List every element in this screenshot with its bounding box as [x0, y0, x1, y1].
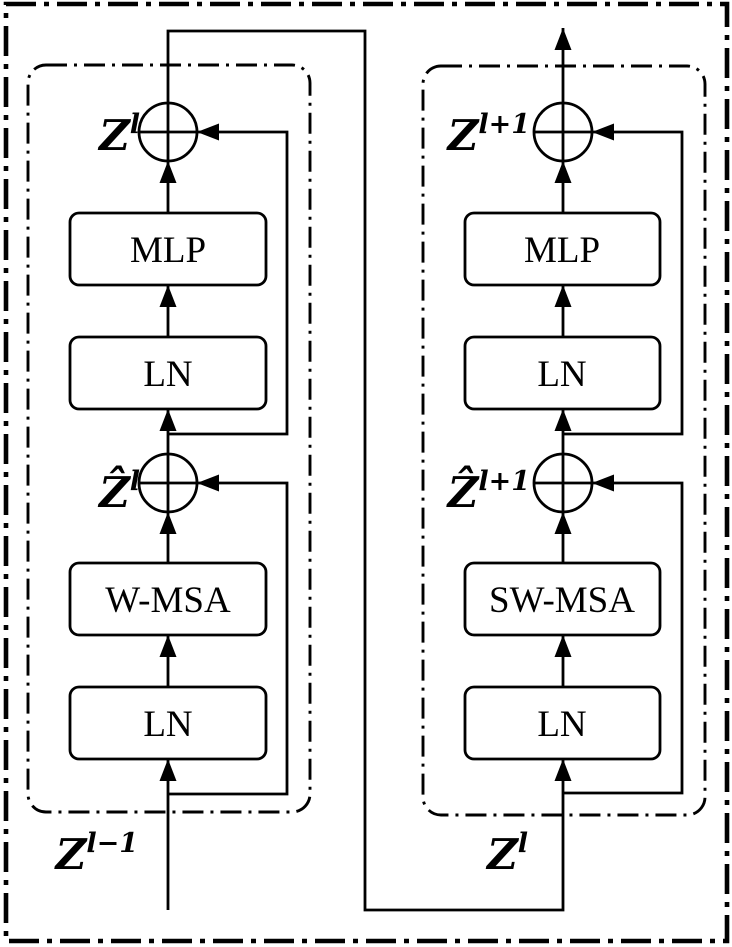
arrow-up-icon: [554, 635, 572, 657]
arrow-up-icon: [554, 512, 572, 534]
arrow-left-icon: [197, 123, 219, 141]
arrowheads: [159, 28, 614, 781]
arrow-up-icon: [554, 759, 572, 781]
right-ln-top-label: LN: [537, 354, 586, 395]
right-mlp-label: MLP: [524, 230, 600, 271]
right-ln-bottom-box: [463, 685, 662, 761]
arrow-up-icon: [159, 409, 177, 431]
right-inner-sum-label: Ẑl+1: [446, 464, 530, 517]
arrow-left-icon: [197, 474, 219, 492]
right-output-sum-label: Zl+1: [446, 109, 530, 160]
left-input-label: Zl−1: [54, 828, 138, 879]
left-wmsa-label: W-MSA: [105, 580, 231, 621]
arrow-up-icon: [159, 161, 177, 183]
output-arrow-up-icon: [554, 28, 572, 50]
right-swmsa-box: [463, 561, 662, 637]
arrow-up-icon: [554, 285, 572, 307]
arrow-left-icon: [592, 474, 614, 492]
arrow-left-icon: [592, 123, 614, 141]
signal-paths: [139, 28, 684, 912]
left-block-border: [26, 63, 312, 814]
left-mlp-label: MLP: [130, 230, 206, 271]
right-mlp-box: [463, 211, 662, 287]
arrow-up-icon: [159, 285, 177, 307]
left-ln-top-label: LN: [143, 354, 192, 395]
box-labels: MLP LN W-MSA LN MLP LN SW-MSA LN: [105, 230, 635, 745]
arrow-up-icon: [554, 161, 572, 183]
right-block-boxes: [463, 211, 662, 761]
right-swmsa-label: SW-MSA: [489, 580, 635, 621]
right-ln-top-box: [463, 335, 662, 411]
arrow-up-icon: [159, 759, 177, 781]
left-ln-bottom-label: LN: [143, 704, 192, 745]
left-output-sum-label: Zl: [97, 109, 140, 160]
tensor-labels: Zl Ẑl Zl+1 Ẑl+1 Zl−1 Zl: [54, 109, 530, 879]
right-ln-bottom-label: LN: [537, 704, 586, 745]
arrow-up-icon: [554, 409, 572, 431]
arrow-up-icon: [159, 635, 177, 657]
right-block-border: [421, 64, 707, 817]
outer-figure-border: [3, 1, 730, 944]
right-input-label: Zl: [485, 828, 528, 879]
arrow-up-icon: [159, 512, 177, 534]
left-inner-sum-label: Ẑl: [97, 464, 140, 517]
